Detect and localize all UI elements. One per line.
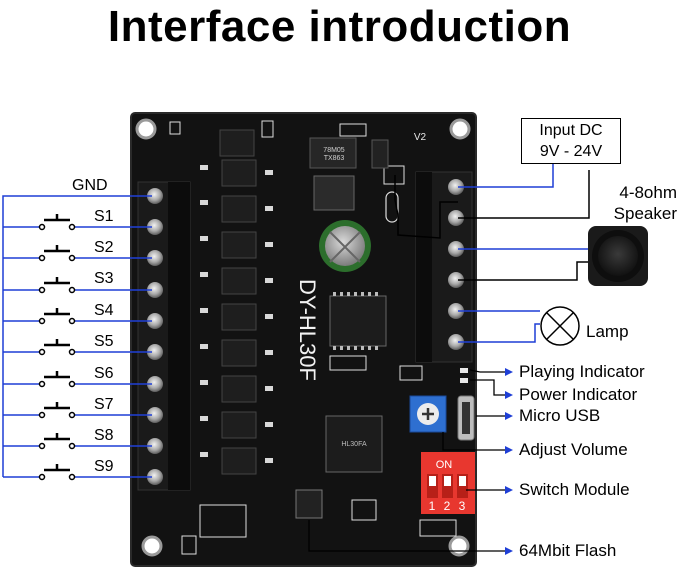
mount-hole-tl (135, 118, 157, 140)
page-title: Interface introduction (107, 2, 572, 51)
board-version-label: V2 (414, 132, 427, 143)
push-button-s6 (38, 371, 76, 388)
push-button-s1 (38, 214, 76, 231)
switch-label-s5: S5 (94, 333, 114, 350)
right-wiring (458, 164, 590, 343)
input-dc-line1: Input DC (539, 122, 603, 139)
push-button-s9 (38, 464, 76, 481)
right-terminal-screws (448, 179, 464, 350)
push-button-s8 (38, 433, 76, 450)
mount-hole-br (448, 535, 470, 557)
micro-usb-label: Micro USB (519, 406, 601, 425)
switch-label-s3: S3 (94, 270, 114, 287)
right-wiring-black (394, 170, 590, 281)
left-wiring (2, 195, 152, 478)
switch-module-label: Switch Module (519, 480, 630, 499)
speaker-icon (588, 226, 648, 286)
chip2-label: HL30FA (341, 441, 367, 448)
flash-label: 64Mbit Flash (519, 541, 617, 560)
dip-number-1: 1 (429, 499, 436, 513)
push-button-s4 (38, 308, 76, 325)
indicator-arrows (308, 369, 505, 552)
mount-hole-bl (141, 535, 163, 557)
switch-label-s9: S9 (94, 458, 114, 475)
left-terminal-screws (147, 188, 163, 485)
capacitor (319, 220, 371, 272)
push-button-s3 (38, 277, 76, 294)
dip-number-2: 2 (444, 499, 451, 513)
push-button-s5 (38, 339, 76, 356)
regulator-label: 78M05 (323, 147, 345, 154)
switch-label-s1: S1 (94, 208, 114, 225)
speaker-label-line2: Speaker (613, 204, 677, 223)
switch-label-s6: S6 (94, 365, 114, 382)
switch-label-s7: S7 (94, 396, 114, 413)
chip-label: TX863 (324, 155, 345, 162)
switch-label-s2: S2 (94, 239, 114, 256)
mount-hole-tr (449, 118, 471, 140)
switch-label-s4: S4 (94, 302, 114, 319)
lamp-icon (540, 306, 580, 346)
power-indicator-label: Power Indicator (519, 385, 638, 404)
push-buttons (38, 214, 76, 481)
speaker-label: 4-8ohm Speaker (601, 182, 677, 224)
gnd-label: GND (72, 177, 108, 194)
dip-switch[interactable]: ON 1 2 3 (421, 452, 475, 514)
dip-number-3: 3 (459, 499, 466, 513)
adjust-volume-label: Adjust Volume (519, 440, 628, 459)
lamp-label: Lamp (586, 322, 629, 341)
playing-indicator-label: Playing Indicator (519, 362, 645, 381)
input-dc-line2: 9V - 24V (539, 143, 603, 160)
board-model-label: DY-HL30F (295, 279, 320, 381)
speaker-label-line1: 4-8ohm (619, 183, 677, 202)
arrow-heads (505, 368, 513, 555)
push-button-s7 (38, 402, 76, 419)
switch-label-s8: S8 (94, 427, 114, 444)
dip-on-label: ON (436, 459, 453, 471)
pcb-board: 78M05 TX863 HL30FA DY-HL30F V2 (130, 112, 477, 567)
input-dc-label: Input DC 9V - 24V (521, 118, 621, 164)
volume-knob[interactable] (409, 395, 447, 433)
push-button-s2 (38, 245, 76, 262)
